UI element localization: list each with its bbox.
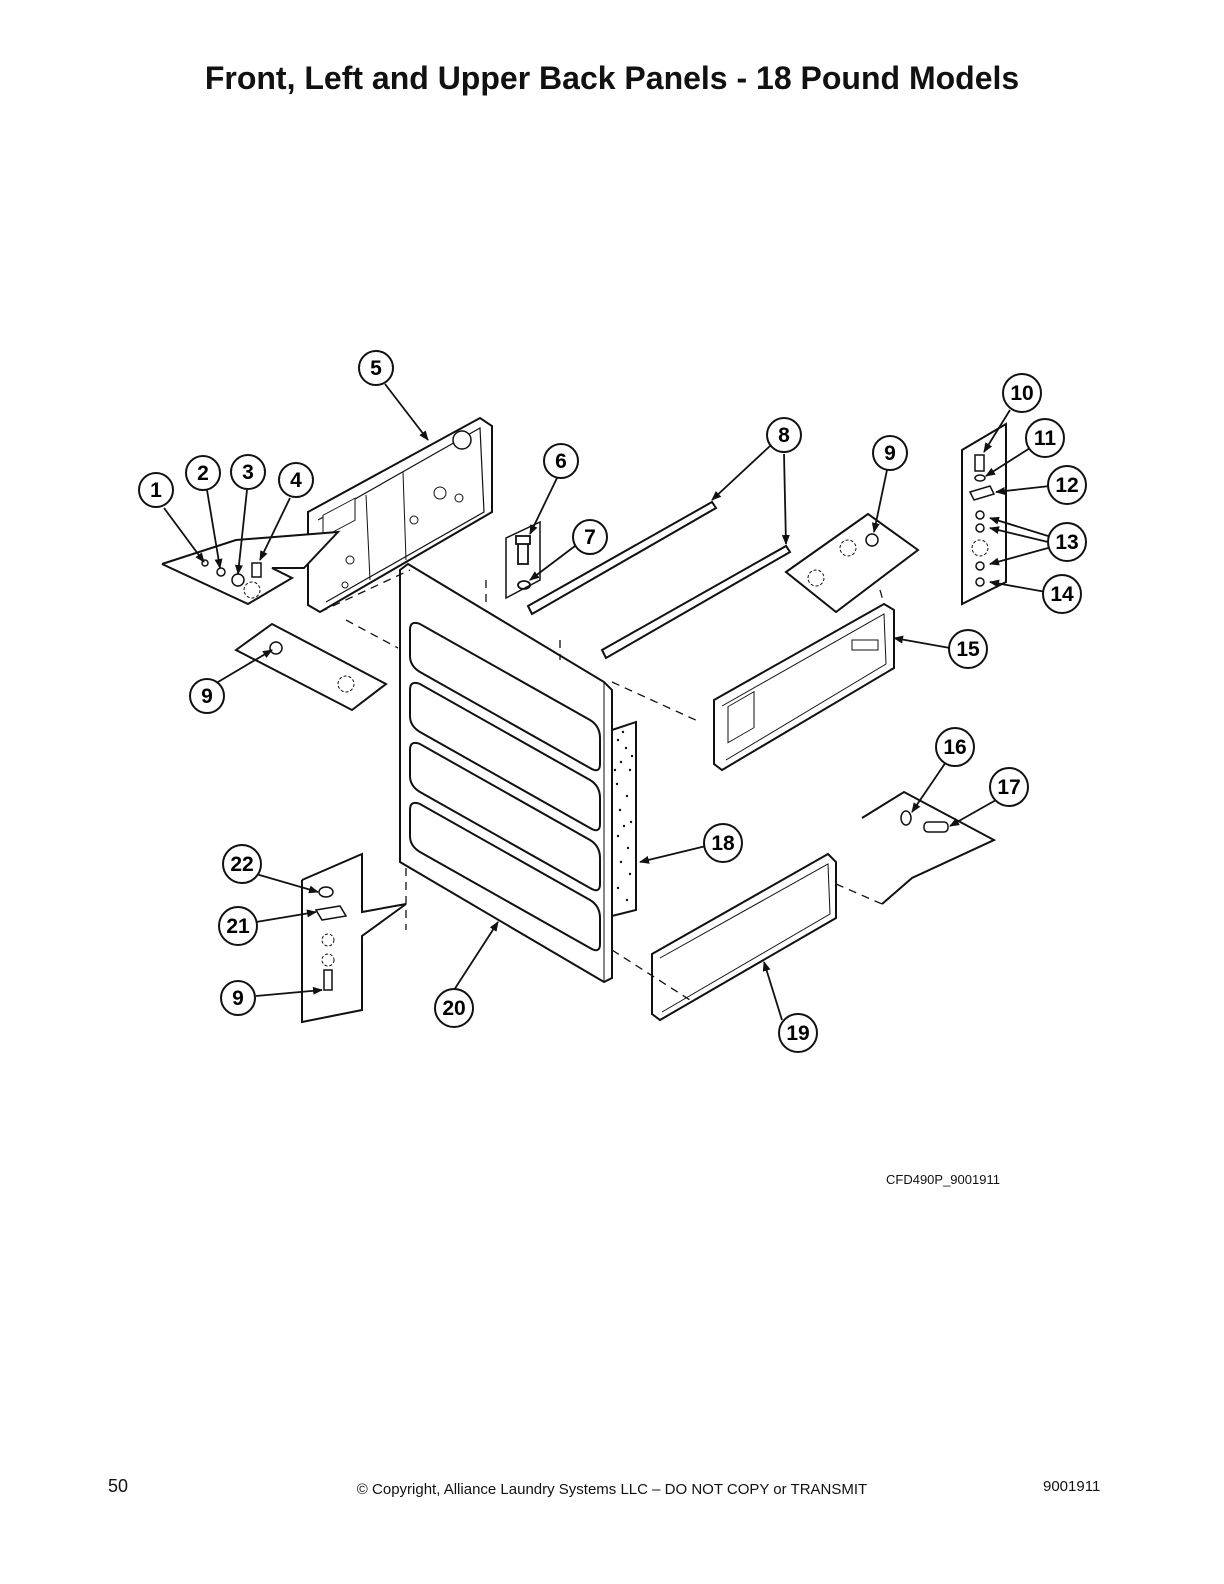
insulation-strip	[611, 720, 637, 918]
callout-3: 3	[230, 454, 266, 490]
callouts: 1 2 3 4 5 6 7 8 9 9 9 10 11 12 13 14 15 …	[138, 350, 1087, 1053]
callout-19: 19	[778, 1013, 818, 1053]
fastener-inset-left	[234, 622, 388, 712]
svg-text:5: 5	[370, 357, 382, 380]
callout-10: 10	[1002, 373, 1042, 413]
callout-1: 1	[138, 472, 174, 508]
svg-text:15: 15	[956, 638, 980, 661]
svg-text:13: 13	[1055, 531, 1078, 554]
drawing-code: CFD490P_9001911	[886, 1172, 1000, 1187]
callout-21: 21	[218, 906, 258, 946]
svg-text:11: 11	[1034, 427, 1057, 450]
callout-17: 17	[989, 767, 1029, 807]
callout-2: 2	[185, 455, 221, 491]
left-side-panel	[399, 562, 613, 984]
callout-4: 4	[278, 462, 314, 498]
page-title: Front, Left and Upper Back Panels - 18 P…	[204, 60, 1020, 96]
callout-15: 15	[948, 629, 988, 669]
callout-20: 20	[434, 988, 474, 1028]
svg-text:4: 4	[290, 469, 302, 492]
svg-text:1: 1	[150, 479, 162, 502]
fastener-inset-lower-right	[861, 790, 997, 905]
callout-22: 22	[222, 844, 262, 884]
page-number: 50	[108, 1476, 129, 1496]
fastener-inset-upper-right	[784, 512, 920, 614]
callout-12: 12	[1047, 465, 1087, 505]
trim-strips	[526, 500, 792, 660]
svg-text:8: 8	[778, 424, 790, 447]
copyright-notice: © Copyright, Alliance Laundry Systems LL…	[356, 1481, 868, 1498]
fastener-inset-lower-left	[301, 852, 407, 1024]
callout-11: 11	[1025, 418, 1065, 458]
svg-text:16: 16	[943, 736, 966, 759]
svg-text:9: 9	[201, 685, 213, 708]
callout-14: 14	[1042, 574, 1082, 614]
callout-16: 16	[935, 727, 975, 767]
callout-13: 13	[1047, 522, 1087, 562]
svg-text:10: 10	[1010, 382, 1033, 405]
callout-9-left: 9	[189, 678, 225, 714]
leader-lines	[163, 383, 1051, 1021]
document-number: 9001911	[1043, 1478, 1101, 1495]
callout-6: 6	[543, 443, 579, 479]
callout-8: 8	[766, 417, 802, 453]
svg-text:2: 2	[197, 462, 209, 485]
svg-text:14: 14	[1050, 583, 1074, 606]
svg-text:19: 19	[786, 1022, 809, 1045]
screw-and-washer	[505, 520, 541, 600]
svg-text:9: 9	[232, 987, 244, 1010]
svg-text:17: 17	[997, 776, 1020, 799]
callout-9-lower-left: 9	[220, 980, 256, 1016]
svg-text:21: 21	[226, 915, 250, 938]
svg-text:18: 18	[711, 832, 735, 855]
svg-text:20: 20	[442, 997, 465, 1020]
svg-text:22: 22	[230, 853, 253, 876]
assembly-lines	[319, 569, 885, 1001]
callout-18: 18	[703, 823, 743, 863]
svg-text:3: 3	[242, 461, 254, 484]
front-control-panel	[713, 602, 895, 772]
callout-9-upper-right: 9	[872, 435, 908, 471]
svg-text:7: 7	[584, 526, 596, 549]
callout-7: 7	[572, 519, 608, 555]
upper-back-panel	[307, 416, 493, 614]
svg-text:9: 9	[884, 442, 896, 465]
svg-text:6: 6	[555, 450, 567, 473]
svg-text:12: 12	[1055, 474, 1078, 497]
callout-5: 5	[358, 350, 394, 386]
lower-front-panel	[651, 852, 837, 1022]
